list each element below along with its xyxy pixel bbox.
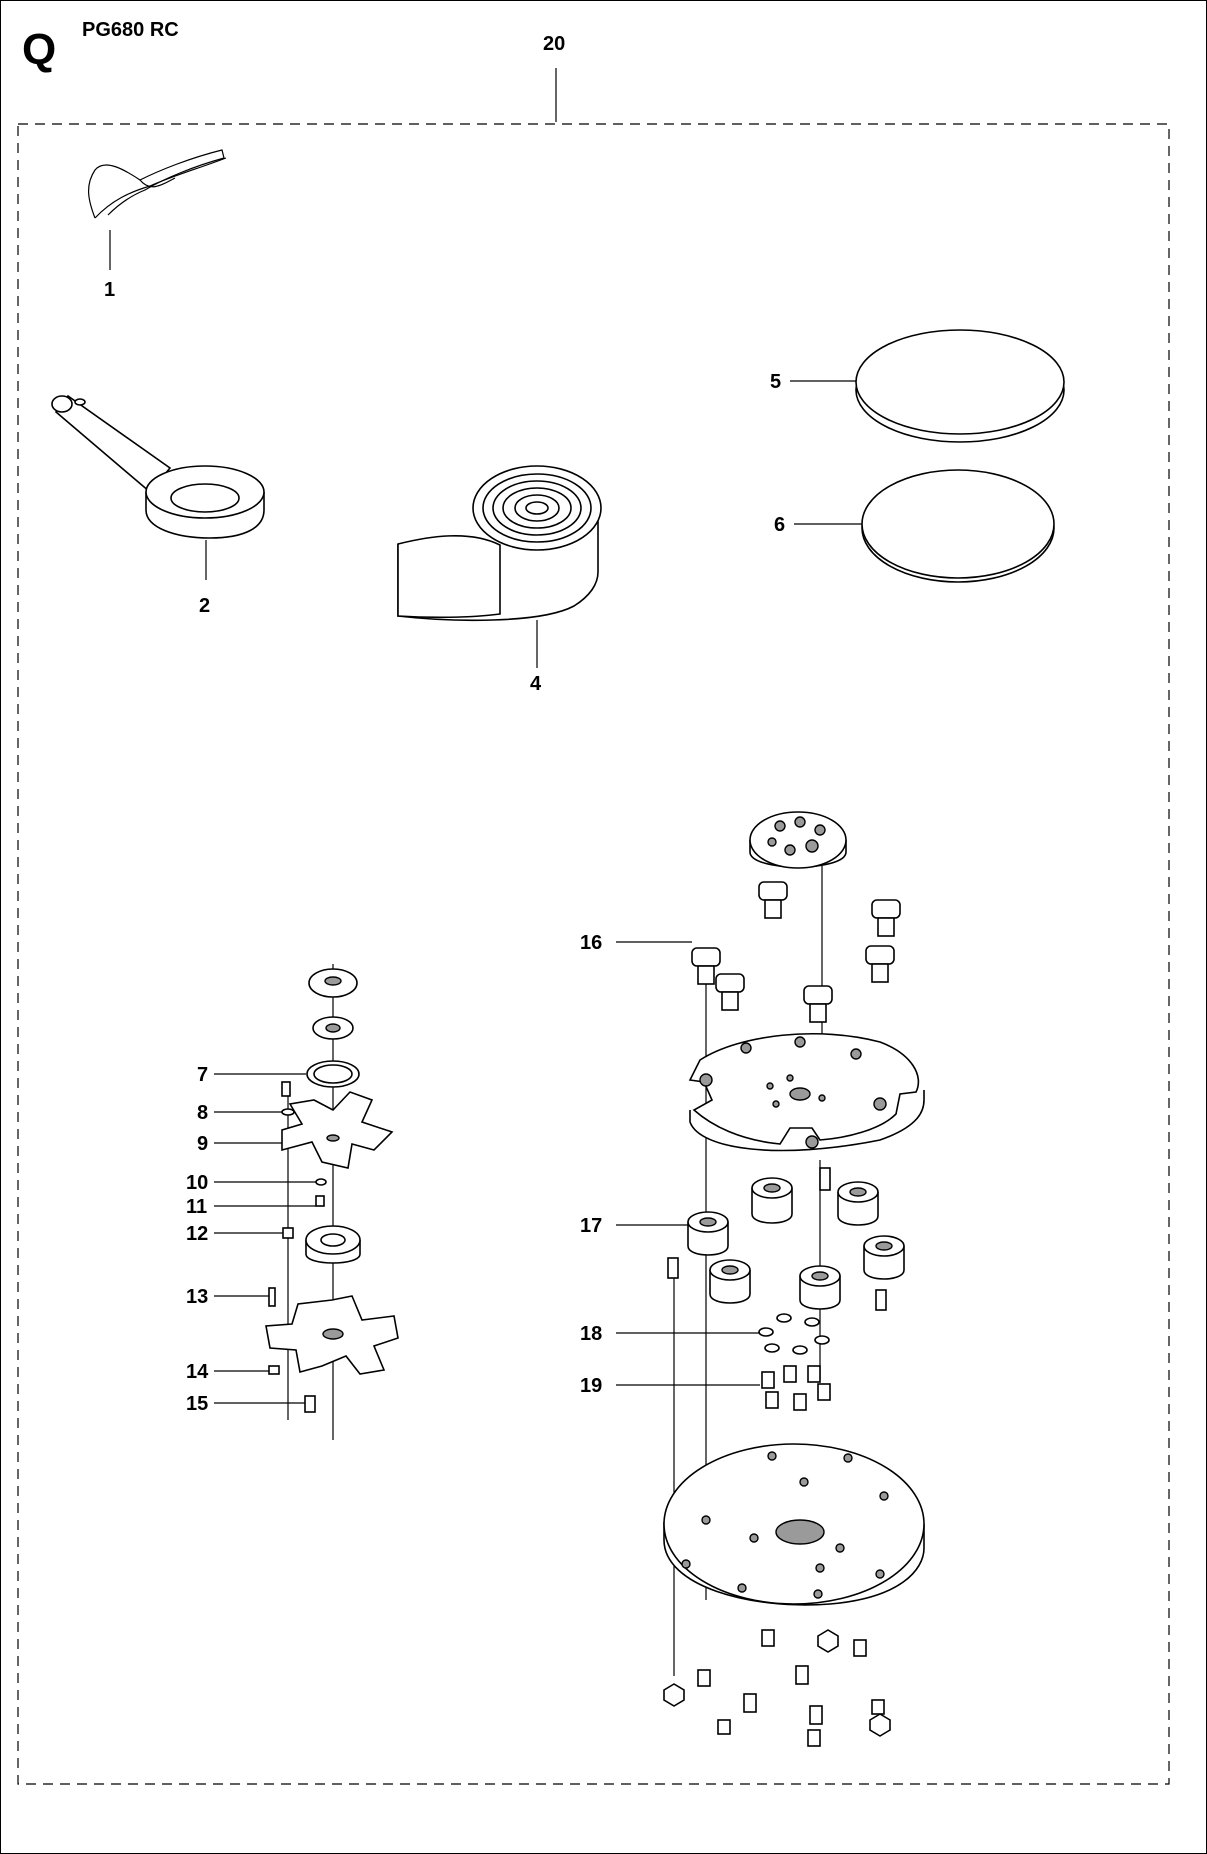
part-1-clip [88,149,227,270]
label-part-5: 5 [770,371,781,393]
left-stack-assembly [214,964,399,1440]
label-part-13: 13 [186,1286,208,1308]
part-5-disc-pad [790,329,1065,443]
label-part-2: 2 [199,595,210,617]
section-letter: Q [22,25,56,74]
label-part-15: 15 [186,1393,208,1415]
label-part-4: 4 [530,673,542,695]
part-4-tape-roll [397,465,602,668]
label-part-1: 1 [104,279,115,301]
label-part-11: 11 [186,1196,207,1218]
right-stack-assembly [616,811,925,1747]
label-part-17: 17 [580,1215,602,1237]
part-2-eye-bolt [51,394,265,580]
bushings [687,1177,905,1310]
part-6-disc [794,469,1055,583]
label-part-16: 16 [580,932,602,954]
label-part-18: 18 [580,1323,602,1345]
model-name: PG680 RC [82,19,179,41]
bottom-fasteners [663,1629,891,1747]
label-part-8: 8 [197,1102,208,1124]
label-part-10: 10 [186,1172,208,1194]
label-part-12: 12 [186,1223,208,1245]
assembly-number: 20 [543,33,565,55]
washers [758,1313,830,1355]
label-part-6: 6 [774,514,785,536]
screws-19 [761,1365,831,1411]
label-part-7: 7 [197,1064,208,1086]
label-part-14: 14 [186,1361,209,1383]
label-part-19: 19 [580,1375,602,1397]
assembly-boundary [17,123,1170,1785]
label-part-9: 9 [197,1133,208,1155]
pegs [691,881,901,1023]
